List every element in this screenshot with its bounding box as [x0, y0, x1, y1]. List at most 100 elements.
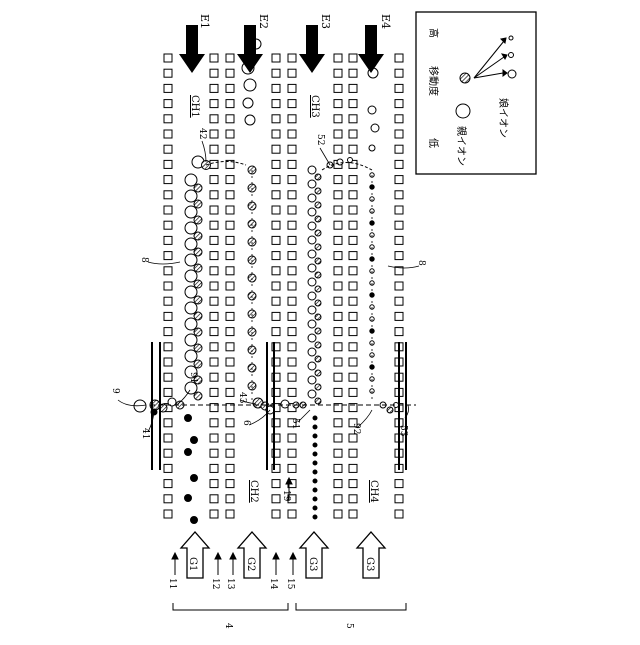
electrode — [349, 100, 357, 108]
ion-parent — [308, 166, 316, 174]
electrode — [210, 191, 218, 199]
electrode — [210, 206, 218, 214]
label-91: 91 — [188, 372, 198, 383]
ion-hatched — [194, 344, 202, 352]
electrode — [334, 130, 342, 138]
electrode — [164, 358, 172, 366]
electrode — [226, 100, 234, 108]
electrode — [210, 84, 218, 92]
electrode — [164, 328, 172, 336]
electrode — [288, 160, 296, 168]
electrode — [288, 358, 296, 366]
electrode — [334, 236, 342, 244]
electrode — [334, 373, 342, 381]
legend-high: 高 — [427, 28, 440, 38]
electrode — [288, 510, 296, 518]
ion-parent — [308, 348, 316, 356]
electrode — [164, 282, 172, 290]
ion-parent — [371, 124, 379, 132]
ion-hatched — [194, 232, 202, 240]
electrode — [226, 54, 234, 62]
electrode — [395, 84, 403, 92]
electrode — [334, 84, 342, 92]
electrode — [334, 388, 342, 396]
electrode — [334, 145, 342, 153]
electrode — [272, 236, 280, 244]
legend-daughter-ion-large-icon — [508, 70, 516, 78]
label-e4: E4 — [379, 14, 392, 29]
electrode — [349, 358, 357, 366]
electrode — [210, 145, 218, 153]
electrode — [226, 84, 234, 92]
electrode — [210, 282, 218, 290]
electrode — [349, 312, 357, 320]
electrode — [349, 191, 357, 199]
label-8-left: 8 — [139, 257, 149, 263]
electrode — [272, 495, 280, 503]
electrode — [288, 84, 296, 92]
ion-parent — [308, 306, 316, 314]
electrode — [164, 191, 172, 199]
electrode — [349, 373, 357, 381]
electrode — [334, 419, 342, 427]
electrode — [272, 145, 280, 153]
electrode — [349, 495, 357, 503]
electrode — [288, 191, 296, 199]
electrode — [226, 358, 234, 366]
electrode — [226, 343, 234, 351]
ion-black — [313, 470, 317, 474]
electrode — [210, 449, 218, 457]
electrode — [164, 69, 172, 77]
electrode — [164, 84, 172, 92]
e1-arrow-icon — [179, 25, 205, 73]
ion-hatched — [194, 280, 202, 288]
electrode — [395, 145, 403, 153]
ion-parent — [185, 286, 197, 298]
electrode — [288, 100, 296, 108]
electrode — [210, 464, 218, 472]
label-51: 51 — [290, 418, 300, 429]
electrode — [288, 449, 296, 457]
electrode — [334, 54, 342, 62]
electrode — [288, 267, 296, 275]
electrode — [210, 176, 218, 184]
electrode — [272, 282, 280, 290]
label-6: 6 — [241, 420, 251, 426]
ion-parent — [308, 292, 316, 300]
ion-parent — [308, 208, 316, 216]
electrode — [164, 388, 172, 396]
ion-parent — [185, 222, 197, 234]
electrode — [210, 69, 218, 77]
electrode — [210, 434, 218, 442]
electrode — [349, 480, 357, 488]
electrode — [349, 328, 357, 336]
electrode — [349, 297, 357, 305]
ion-parent — [245, 115, 255, 125]
ion-hatched — [315, 216, 321, 222]
electrode — [349, 267, 357, 275]
electrode — [210, 495, 218, 503]
electrode — [210, 100, 218, 108]
electrode — [210, 480, 218, 488]
label-41: 41 — [140, 428, 150, 439]
label-ch4: CH4 — [368, 480, 379, 503]
leader-lines — [118, 141, 419, 432]
electrode — [226, 130, 234, 138]
ion-parent — [308, 194, 316, 202]
electrode — [164, 145, 172, 153]
electrode — [164, 206, 172, 214]
electrode — [349, 54, 357, 62]
electrode — [349, 449, 357, 457]
electrode — [210, 236, 218, 244]
electrode — [349, 388, 357, 396]
electrode — [334, 510, 342, 518]
legend-daughter-ion-medium-icon — [509, 53, 514, 58]
electrode — [226, 388, 234, 396]
label-92: 92 — [351, 423, 361, 434]
electrode — [395, 115, 403, 123]
legend-mobility: 移動度 — [427, 66, 440, 96]
electrode — [164, 495, 172, 503]
ion-hatched — [194, 264, 202, 272]
electrode — [164, 434, 172, 442]
